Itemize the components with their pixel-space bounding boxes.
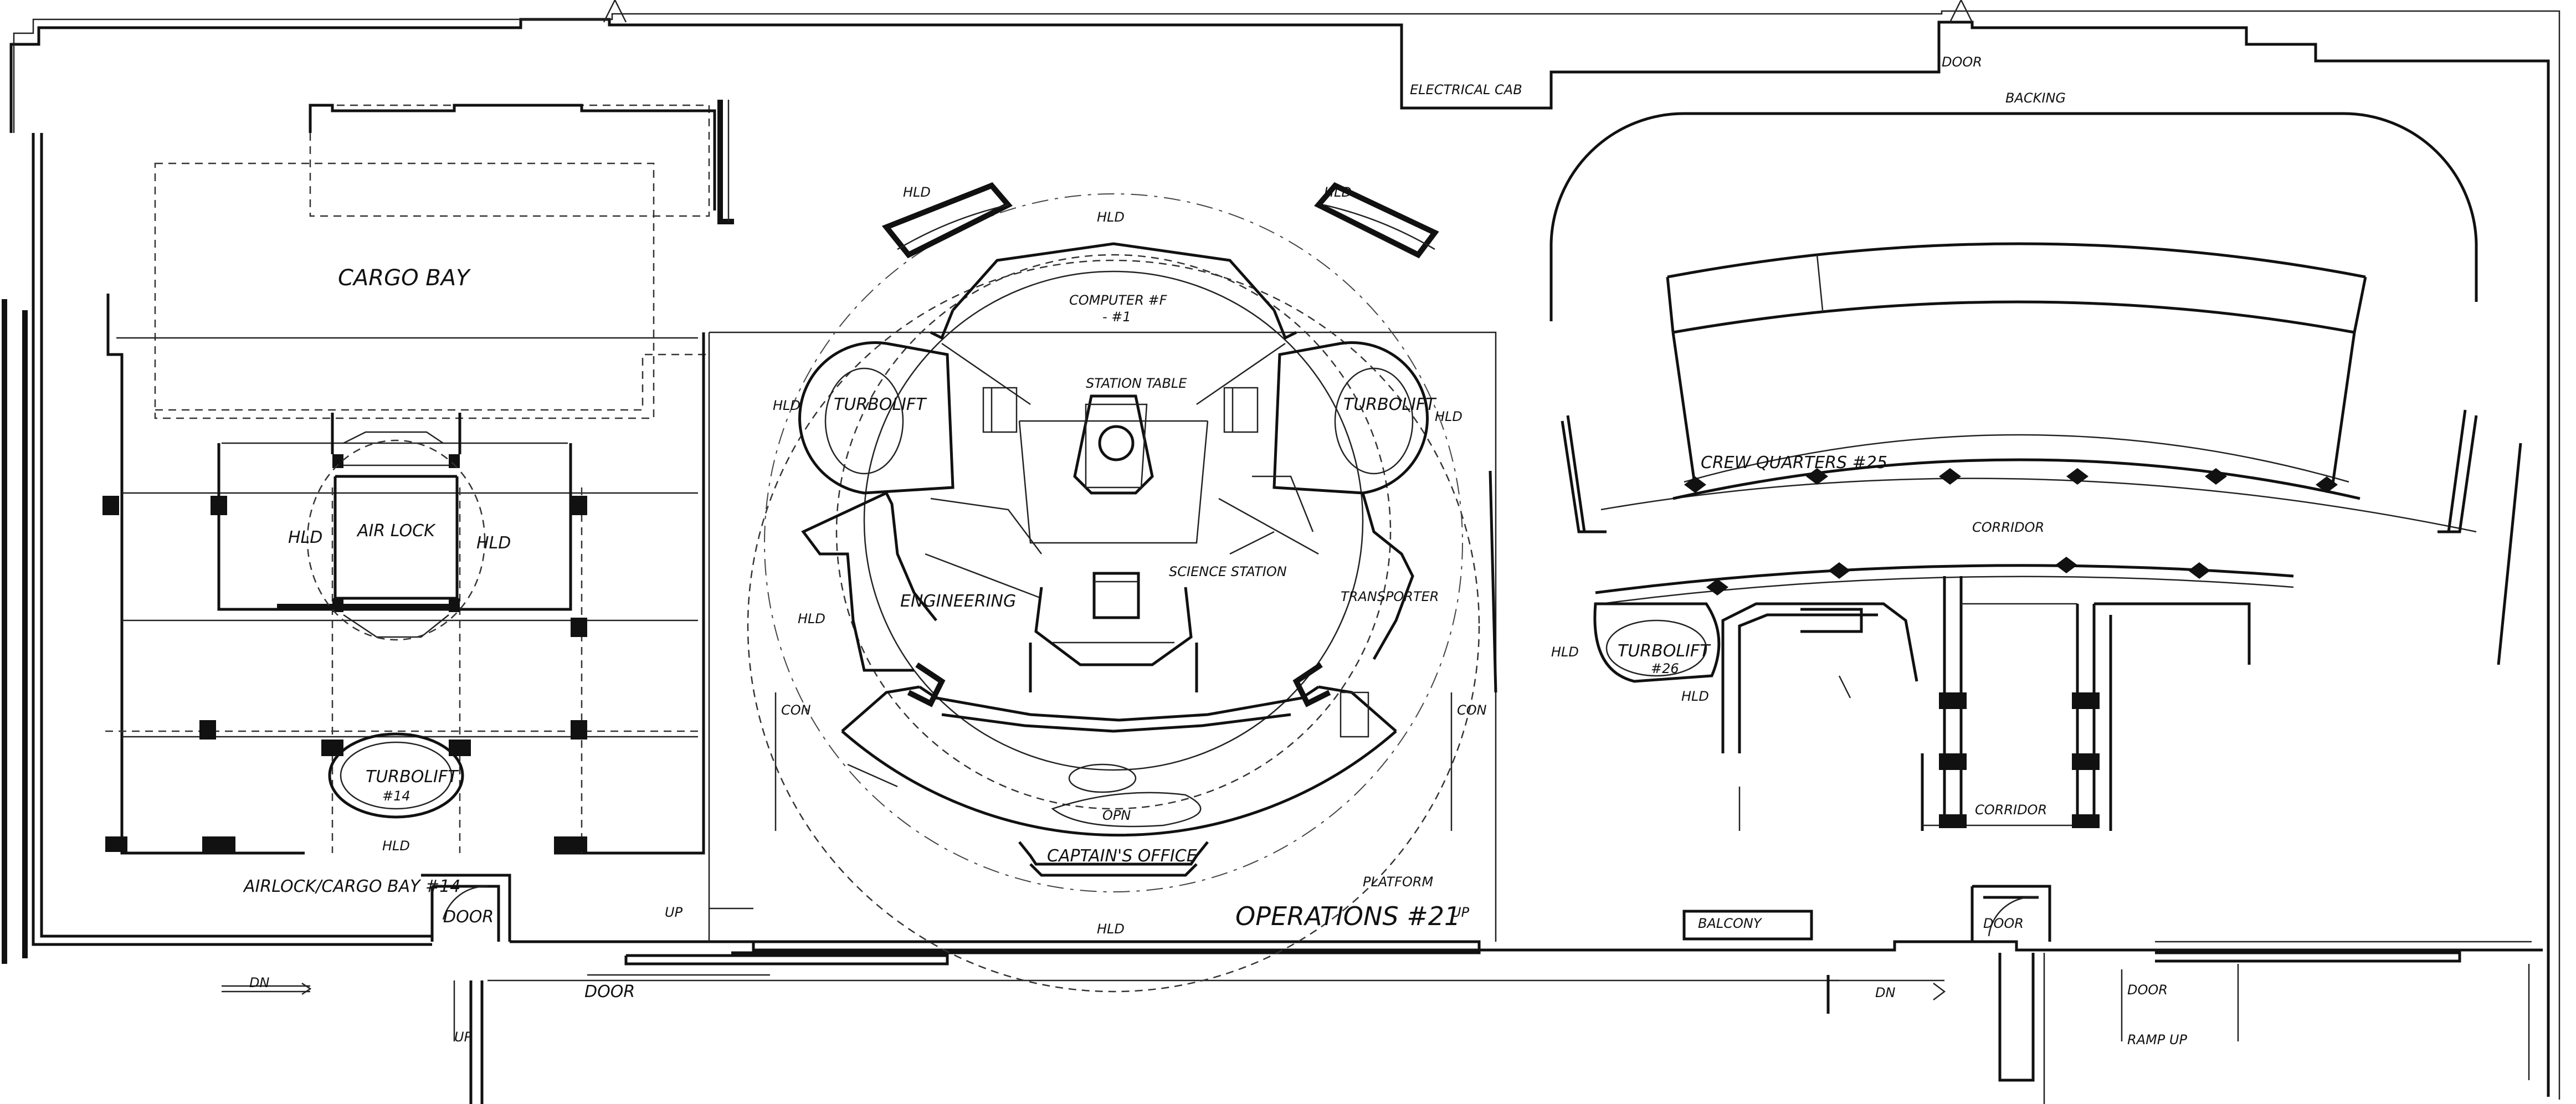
cargo-bay-label: CARGO BAY xyxy=(338,265,471,291)
crew-quarters-set: CREW QUARTERS #25 CORRIDOR TURBOLIFT #26… xyxy=(1489,112,2522,1104)
engineering-label: ENGINEERING xyxy=(900,592,1016,611)
dn-label-left: DN xyxy=(249,975,269,990)
hld-label-11: HLD xyxy=(1551,644,1579,660)
balcony-label: BALCONY xyxy=(1698,916,1763,931)
turbolift-14-number: #14 xyxy=(382,788,410,804)
air-lock-label: AIR LOCK xyxy=(356,521,436,541)
corridor-label-top: CORRIDOR xyxy=(1972,520,2044,535)
crew-quarters-label: CREW QUARTERS #25 xyxy=(1701,453,1887,473)
turbolift-ops-right-label: TURBOLIFT xyxy=(1343,395,1437,414)
station-table-label: STATION TABLE xyxy=(1086,376,1187,391)
up-label-center-right: UP xyxy=(1451,905,1470,920)
computer-label: COMPUTER #F xyxy=(1069,292,1168,308)
turbolift-ops-left-label: TURBOLIFT xyxy=(834,395,927,414)
hld-label-10: HLD xyxy=(1097,921,1125,937)
door-label-left: DOOR xyxy=(443,907,494,927)
turbolift-26-label: TURBOLIFT xyxy=(1618,641,1711,661)
up-label-center: UP xyxy=(665,905,683,920)
transporter-label: TRANSPORTER xyxy=(1341,589,1439,604)
computer-number: - #1 xyxy=(1102,309,1131,325)
airlock-cargo-bay-label: AIRLOCK/CARGO BAY #14 xyxy=(243,877,460,896)
ramp-up-label: RAMP UP xyxy=(2127,1032,2187,1047)
door-label-bottom: DOOR xyxy=(584,982,635,1002)
hld-label-5: HLD xyxy=(1097,209,1125,225)
hld-label-9: HLD xyxy=(798,611,825,627)
hld-label-4: HLD xyxy=(903,184,931,200)
hld-label-2: HLD xyxy=(476,533,511,553)
corridor-label-bottom: CORRIDOR xyxy=(1975,802,2047,818)
hld-label-8: HLD xyxy=(1435,409,1463,424)
door-label-far-right: DOOR xyxy=(2127,982,2168,998)
left-door-area: DOOR DOOR DN UP xyxy=(222,874,635,1104)
hld-label-3: HLD xyxy=(382,838,410,854)
electrical-cab-label: ELECTRICAL CAB xyxy=(1410,82,1522,97)
door-label-right: DOOR xyxy=(1983,916,2024,931)
up-label-left: UP xyxy=(454,1029,473,1045)
hld-label-12: HLD xyxy=(1681,689,1709,704)
con-label-left: CON xyxy=(781,702,811,718)
captains-office-label: CAPTAIN'S OFFICE xyxy=(1047,846,1197,866)
hld-label-7: HLD xyxy=(773,398,800,413)
hld-label-1: HLD xyxy=(288,528,322,547)
turbolift-26-number: #26 xyxy=(1651,661,1679,676)
airlock-cargo-bay-set: CARGO BAY AIR LOCK HLD HLD TURBOLIFT #14… xyxy=(102,100,734,896)
door-label-top: DOOR xyxy=(1942,54,1982,70)
science-station-label: SCIENCE STATION xyxy=(1169,564,1287,579)
con-label-right: CON xyxy=(1457,702,1487,718)
backing-label: BACKING xyxy=(2005,90,2066,106)
turbolift-14-label: TURBOLIFT xyxy=(366,767,459,787)
platform-label: PLATFORM xyxy=(1363,874,1434,890)
opn-label: OPN xyxy=(1102,808,1131,823)
top-wall-area: ELECTRICAL CAB DOOR BACKING xyxy=(603,0,2066,106)
operations-set: HLD HLD HLD COMPUTER #F - #1 STATION TAB… xyxy=(665,182,1497,993)
dn-label-right: DN xyxy=(1875,985,1895,1000)
outer-walls xyxy=(2,10,2560,1100)
hld-label-6: HLD xyxy=(1324,184,1352,200)
operations-label: OPERATIONS #21 xyxy=(1235,901,1460,931)
